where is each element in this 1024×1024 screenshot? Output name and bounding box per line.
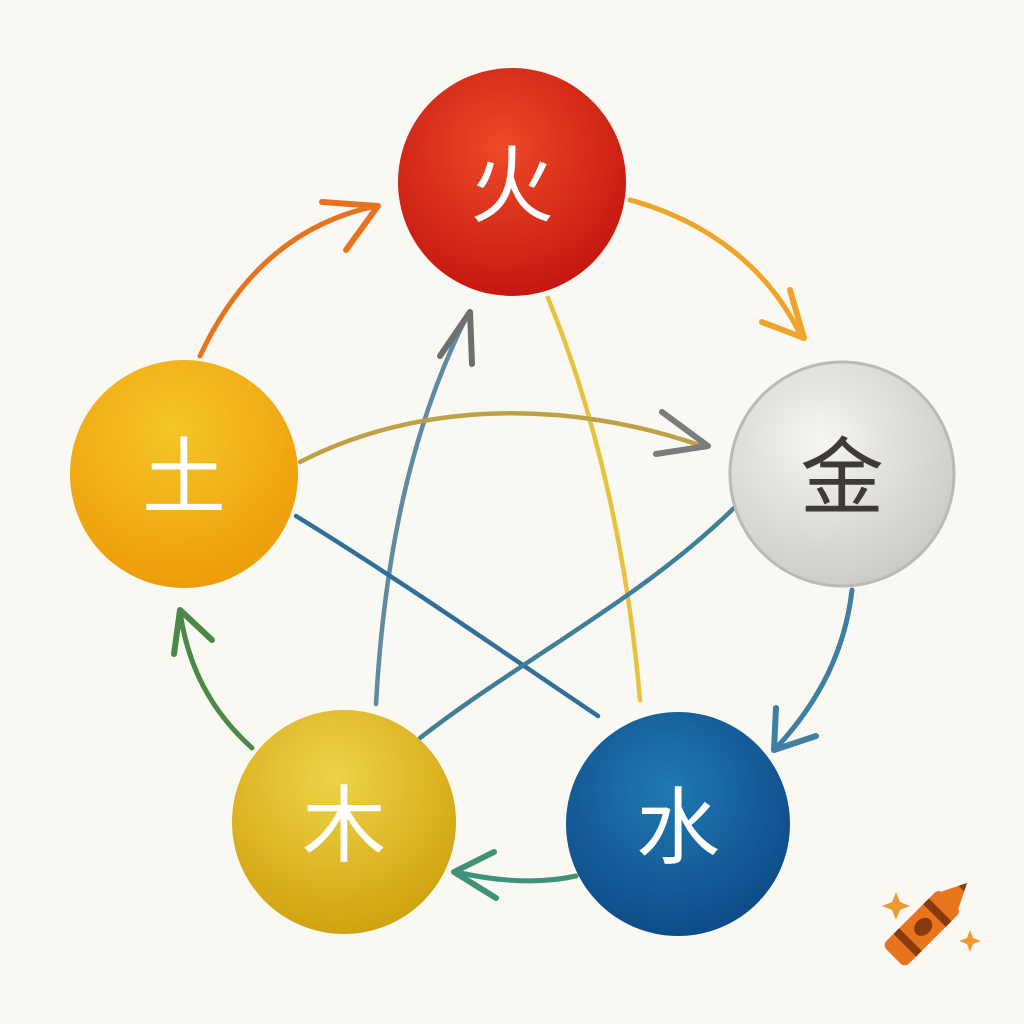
arrow-earth-fire-head [319,199,381,253]
node-water: 水 [566,712,790,936]
label-metal: 金 [800,429,884,527]
arrow-wood-earth-head [171,607,215,657]
crayon-icon [884,882,968,966]
label-fire: 火 [470,137,554,235]
node-fire: 火 [398,68,626,296]
line-earth-water [293,513,601,719]
node-metal: 金 [728,360,956,588]
arrow-metal-water [775,587,855,749]
sparkle-icon-left [882,892,910,920]
sparkle-icon-right [959,930,981,952]
arrow-water-wood-head [451,849,499,901]
star-lines [293,295,737,741]
arrow-fire-metal-head [759,287,807,341]
line-metal-wood [417,505,737,741]
node-earth: 土 [70,360,298,588]
label-water: 水 [636,779,720,877]
line-fire-water [545,295,643,703]
generating-cycle [171,197,855,901]
arrow-wood-earth [177,609,255,751]
node-wood: 木 [232,710,456,934]
arrow-metal-water-head [771,705,819,753]
arrow-fire-metal [627,197,805,341]
label-earth: 土 [142,429,226,527]
label-wood: 木 [302,777,386,875]
arrow-water-wood [453,869,579,884]
arrow-earth-fire [197,203,379,359]
arrow-wood-fire [373,315,469,707]
arrow-earth-metal [297,411,705,465]
arrow-wood-fire-head [437,309,475,367]
arrow-earth-metal-head [653,409,711,457]
